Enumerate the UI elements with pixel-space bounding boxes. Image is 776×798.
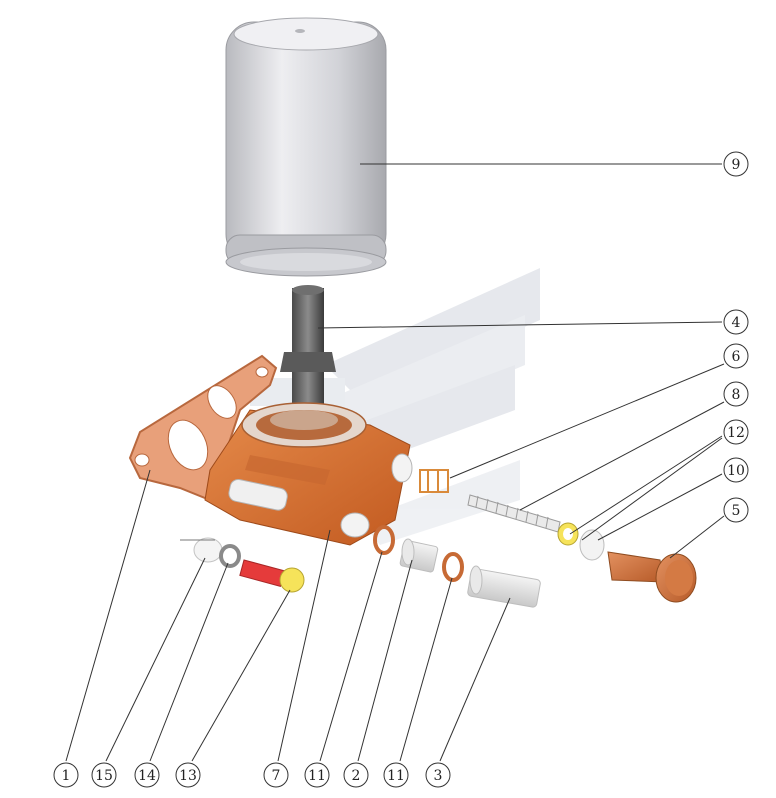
grey-ring (219, 544, 241, 568)
callout-number: 11 (387, 768, 405, 784)
callout-circle (723, 343, 749, 369)
leader-line-c6 (449, 363, 725, 479)
leader-line-c13 (191, 589, 291, 762)
callout-circle (723, 457, 749, 483)
valve-cage (419, 469, 449, 493)
callout-number: 4 (732, 315, 741, 331)
callout-circle (53, 762, 79, 788)
callout-c1: 1 (53, 762, 79, 788)
oil-filter-canister (225, 17, 387, 277)
callout-circle (723, 381, 749, 407)
callout-c4: 4 (723, 309, 749, 335)
callout-circle (175, 762, 201, 788)
leader-line-c15 (105, 557, 206, 762)
callout-number: 5 (732, 503, 741, 519)
callout-number: 15 (95, 768, 113, 784)
yellow-washer (557, 522, 579, 546)
callout-circle (723, 309, 749, 335)
leader-line-c12-1 (581, 437, 723, 541)
callout-c3: 3 (425, 762, 451, 788)
callout-number: 9 (732, 157, 741, 173)
sleeve (399, 538, 439, 573)
leader-line-c10 (597, 473, 723, 541)
leader-line-c5 (669, 515, 725, 559)
gasket (128, 354, 278, 502)
callout-number: 8 (732, 387, 741, 403)
tube (467, 565, 541, 608)
filter-housing (204, 402, 413, 546)
callout-circle (263, 762, 289, 788)
leader-line-c11b (399, 577, 453, 762)
callout-c14: 14 (134, 762, 160, 788)
relief-bolt (239, 559, 305, 593)
white-seal (180, 537, 223, 563)
callout-c10: 10 (723, 457, 749, 483)
callout-circle (723, 419, 749, 445)
callout-number: 3 (434, 768, 443, 784)
callout-circle (91, 762, 117, 788)
callout-number: 13 (179, 768, 197, 784)
leader-line-c14 (149, 562, 229, 762)
leader-line-c3 (439, 597, 511, 762)
callout-number: 14 (138, 768, 156, 784)
callout-circle (383, 762, 409, 788)
callout-circle (723, 151, 749, 177)
callout-c5: 5 (723, 497, 749, 523)
callout-circle (304, 762, 330, 788)
callout-circle (723, 497, 749, 523)
callout-c11b: 11 (383, 762, 409, 788)
callout-c8: 8 (723, 381, 749, 407)
center-pipe-nipple (280, 285, 336, 408)
callout-labels: 9 4 6 8 12 10 5 1 15 14 13 7 11 2 11 3 (53, 151, 749, 788)
callout-number: 2 (352, 768, 361, 784)
callout-c11a: 11 (304, 762, 330, 788)
leader-line-c8 (519, 401, 725, 511)
leader-lines (65, 163, 725, 762)
callout-c6: 6 (723, 343, 749, 369)
callout-c15: 15 (91, 762, 117, 788)
callout-number: 12 (727, 425, 745, 441)
callout-circle (425, 762, 451, 788)
leader-line-c12 (569, 435, 723, 535)
white-washer (579, 529, 605, 561)
callout-c2: 2 (343, 762, 369, 788)
callout-c13: 13 (175, 762, 201, 788)
leader-line-c2 (357, 559, 413, 762)
leader-line-c4 (317, 321, 723, 329)
leader-line-c11a (319, 551, 383, 762)
leader-line-c1 (65, 469, 151, 762)
callout-number: 6 (732, 349, 741, 365)
callout-number: 1 (62, 768, 71, 784)
copper-washer-left (373, 525, 395, 555)
callout-number: 11 (308, 768, 326, 784)
callout-number: 10 (727, 463, 745, 479)
callout-c12: 12 (723, 419, 749, 445)
callout-circle (343, 762, 369, 788)
copper-plug (607, 551, 697, 603)
callout-c9: 9 (723, 151, 749, 177)
copper-washer-right (442, 552, 464, 582)
leader-line-c7 (277, 529, 331, 762)
callout-circle (134, 762, 160, 788)
callout-number: 7 (272, 768, 281, 784)
callout-c7: 7 (263, 762, 289, 788)
